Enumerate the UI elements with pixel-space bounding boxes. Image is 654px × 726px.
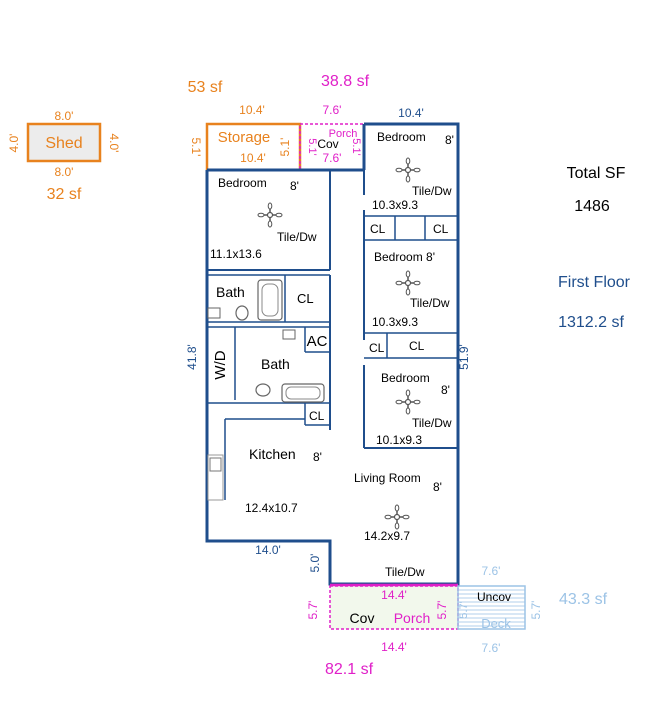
bathtub: [257, 279, 283, 321]
bottom-porch-left-dim: 5.7': [306, 601, 320, 620]
shed-top-dim: 8.0': [55, 109, 74, 123]
bedroom4-floor: Tile/Dw: [412, 416, 452, 430]
bedroom4-name: Bedroom: [381, 371, 430, 385]
kitchen-height: 8': [313, 450, 322, 464]
storage-bottom-dim: 10.4': [240, 151, 266, 165]
first-floor-label: First Floor: [558, 274, 631, 291]
ceiling-fan-icon: [384, 504, 410, 530]
storage-label: Storage: [218, 129, 271, 146]
bedroom3-floor: Tile/Dw: [410, 296, 450, 310]
shed-outline: [26, 122, 102, 163]
wd-label: W/D: [212, 350, 229, 379]
ac-label: AC: [307, 333, 328, 350]
closet-label: CL: [369, 341, 385, 355]
bottom-porch-area: 82.1 sf: [325, 661, 374, 678]
house-step-dim: 5.0': [308, 554, 322, 573]
ceiling-fan-icon: [257, 202, 283, 228]
total-sf-label: Total SF: [567, 165, 626, 182]
bathtub-inner: [261, 283, 279, 317]
bathtub: [281, 383, 325, 403]
living-room-height: 8': [433, 480, 442, 494]
storage-area: 53 sf: [188, 79, 223, 96]
top-porch-area: 38.8 sf: [321, 73, 370, 90]
top-porch-right-dim: 5.1': [350, 138, 362, 155]
shed-area: 32 sf: [47, 186, 82, 203]
deck-outline: [457, 585, 526, 630]
bedroom3-size: 10.3x9.3: [372, 315, 418, 329]
bedroom1-height: 8': [290, 179, 299, 193]
total-sf-value: 1486: [574, 198, 610, 215]
deck-label2: Deck: [481, 616, 511, 631]
ceiling-fan-icon: [395, 157, 421, 183]
bath1-name: Bath: [216, 284, 245, 300]
house-right-dim: 51.9': [457, 344, 471, 370]
deck-area: 43.3 sf: [559, 591, 608, 608]
bath2-name: Bath: [261, 356, 290, 372]
shed-bottom-dim: 8.0': [55, 165, 74, 179]
living-room-name: Living Room: [354, 471, 421, 485]
bottom-porch-outline: [329, 585, 459, 630]
top-porch-label2: Cov: [317, 137, 338, 151]
closet-label: CL: [433, 222, 449, 236]
sink: [207, 307, 221, 319]
storage-right-dim: 5.1': [278, 138, 292, 157]
kitchen-name: Kitchen: [249, 446, 296, 462]
first-floor-value: 1312.2 sf: [558, 314, 624, 331]
toilet: [255, 383, 271, 397]
house-left-dim: 41.8': [185, 344, 199, 370]
closet-label: CL: [370, 222, 386, 236]
bedroom1-name: Bedroom: [218, 176, 267, 190]
toilet: [235, 305, 249, 321]
bedroom2-floor: Tile/Dw: [412, 184, 452, 198]
closet-label: CL: [297, 291, 314, 306]
bottom-porch-label1: Cov: [350, 610, 375, 626]
shed-left-dim: 4.0': [7, 134, 21, 153]
house-top-right-dim: 10.4': [398, 106, 424, 120]
kitchen-sink: [209, 457, 222, 472]
living-room-size: 14.2x9.7: [364, 529, 410, 543]
bottom-porch-label2: Porch: [394, 610, 431, 626]
shed-right-dim: 4.0': [107, 134, 121, 153]
bedroom4-height: 8': [441, 383, 450, 397]
deck-top-dim: 7.6': [482, 564, 501, 578]
closet-label: CL: [309, 409, 325, 423]
ceiling-fan-icon: [395, 270, 421, 296]
bedroom2-name: Bedroom: [377, 130, 426, 144]
storage-left-dim: 5.1': [189, 138, 203, 157]
top-porch-label1: Porch: [329, 128, 358, 140]
top-porch-left-dim: 5.1': [306, 138, 318, 155]
sink: [282, 329, 296, 340]
bedroom2-size: 10.3x9.3: [372, 198, 418, 212]
shed-label: Shed: [45, 135, 82, 152]
house-bottom-dim: 14.0': [255, 543, 281, 557]
storage-top-dim: 10.4': [239, 103, 265, 117]
bottom-porch-right-dim: 5.7': [435, 601, 449, 620]
deck-right-dim: 5.7': [529, 601, 543, 620]
bottom-porch-top-dim: 14.4': [381, 588, 407, 602]
living-room-floor: Tile/Dw: [385, 565, 425, 579]
bedroom3-name: Bedroom 8': [374, 250, 435, 264]
deck-left-dim: 5.7': [458, 601, 470, 618]
ceiling-fan-icon: [395, 389, 421, 415]
deck-bottom-dim: 7.6': [482, 641, 501, 655]
top-porch-bottom-dim: 7.6': [323, 151, 342, 165]
kitchen-counter: [207, 454, 224, 501]
bedroom1-size: 11.1x13.6: [210, 247, 262, 261]
bedroom1-floor: Tile/Dw: [277, 230, 317, 244]
bottom-porch-bottom-dim: 14.4': [381, 640, 407, 654]
top-porch-top-dim: 7.6': [323, 103, 342, 117]
deck-label1: Uncov: [477, 590, 511, 604]
bathtub-inner: [285, 386, 321, 400]
bedroom2-height: 8': [445, 133, 454, 147]
bedroom4-size: 10.1x9.3: [376, 433, 422, 447]
closet-label: CL: [409, 339, 425, 353]
kitchen-size: 12.4x10.7: [245, 501, 298, 515]
